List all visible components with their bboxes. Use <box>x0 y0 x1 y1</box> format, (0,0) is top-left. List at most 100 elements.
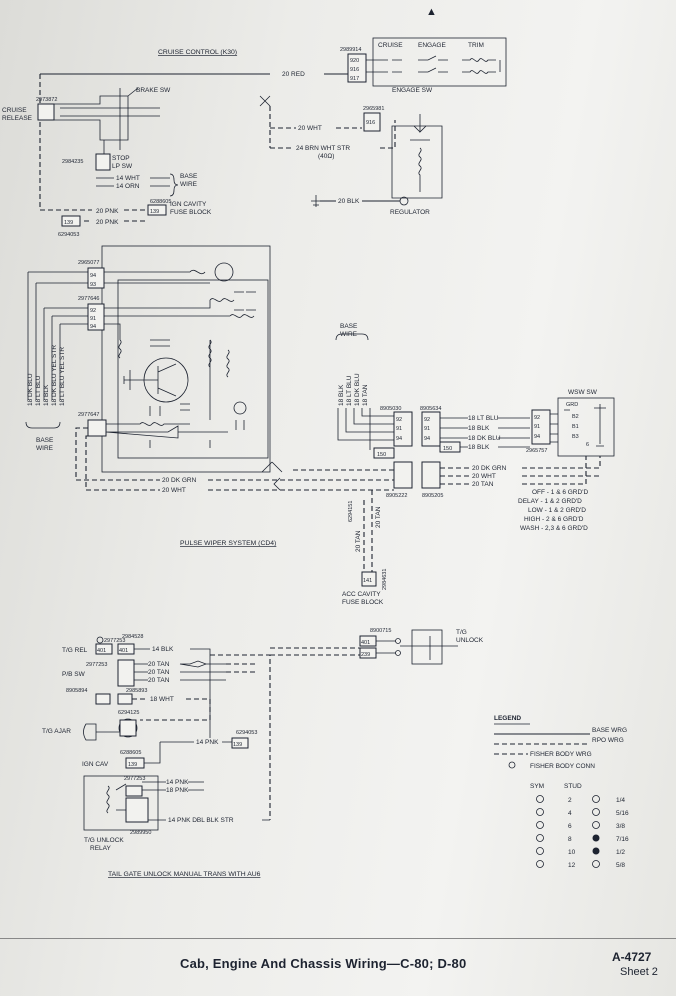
bottom-left-wire-1: 20 DK GRN <box>162 477 197 484</box>
tg-rel-label: T/G REL <box>62 647 88 654</box>
part-2965981: 2965981 <box>363 106 384 112</box>
size-1-2: 1/2 <box>616 849 625 856</box>
cruise-release-label-1: CRUISE <box>2 107 27 114</box>
legend-title: LEGEND <box>494 715 521 722</box>
tg-ajar-connector <box>119 719 137 737</box>
engage-sw-label: ENGAGE SW <box>392 87 433 94</box>
conn-401a: 401 <box>97 648 106 654</box>
cruise-release-label-2: RELEASE <box>2 115 33 122</box>
wiper-circuit <box>118 339 230 420</box>
left-wire-3: 18 BLK <box>43 384 50 406</box>
part-2965757: 2965757 <box>526 448 547 454</box>
base-wire-top-1: BASE <box>340 323 358 330</box>
wire-14-wht-label: 14 WHT <box>116 175 140 182</box>
conn-91: 91 <box>90 316 96 322</box>
stud-symbol-12-icon <box>536 860 544 868</box>
part-2977647: 2977647 <box>78 412 99 418</box>
part-6294151: 6294151 <box>348 501 354 522</box>
engage-switch-box <box>372 37 507 87</box>
mode-off: OFF - 1 & 6 GRD'D <box>532 489 588 496</box>
wire-ohm-label: (40Ω) <box>318 153 334 160</box>
wire-20-blk-label: 20 BLK <box>338 198 360 205</box>
engage-connector <box>347 53 367 83</box>
part-8905634: 8905634 <box>420 406 441 412</box>
size-3-8: 3/8 <box>616 823 625 830</box>
stud-header: STUD <box>564 783 582 790</box>
right-wire-4: 18 BLK <box>468 444 490 451</box>
wire-20-red-label: 20 RED <box>282 71 305 78</box>
sw-label-engage: ENGAGE <box>418 42 446 49</box>
pb-sw-connector <box>117 659 135 687</box>
sheet-number: Sheet 2 <box>620 966 658 978</box>
relay-conn-a <box>125 785 143 797</box>
pnk-connector-right <box>231 737 249 749</box>
base-wire-left-1: BASE <box>36 437 54 444</box>
tailgate-section: 2977253 2984528 T/G REL 401 401 14 BLK 4… <box>42 628 484 878</box>
conn-94b: 94 <box>90 324 96 330</box>
conn-94: 94 <box>90 273 96 279</box>
wiper-motor-housing <box>101 245 271 473</box>
tg-rel-connector <box>95 643 113 655</box>
wire-18-pnk-label: 18 PNK <box>166 787 189 794</box>
wiper-motor-icon <box>214 262 234 282</box>
mode-low: LOW - 1 & 2 GRD'D <box>528 507 586 514</box>
conn-150b: 150 <box>443 446 452 452</box>
conn-401b: 401 <box>119 648 128 654</box>
base-wire-top-2: WIRE <box>340 331 358 338</box>
part-2989950: 2989950 <box>130 830 151 836</box>
conn-150a: 150 <box>377 452 386 458</box>
pb-sw-label: P/B SW <box>62 671 86 678</box>
wiper-connector-mid <box>87 303 105 331</box>
regulator-label: REGULATOR <box>390 209 430 216</box>
connector-8905222 <box>393 461 413 489</box>
stud-symbol-2-icon <box>536 795 544 803</box>
pulse-title: PULSE WIPER SYSTEM (CD4) <box>180 540 276 547</box>
part-2984528a: 2984528 <box>122 634 143 640</box>
stud-12: 12 <box>568 862 576 869</box>
base-wire-left-2: WIRE <box>36 445 54 452</box>
size-5-8: 5/8 <box>616 862 625 869</box>
base-wire-label-2: WIRE <box>180 181 198 188</box>
part-6294053: 6294053 <box>58 232 79 238</box>
meter-icon <box>233 401 247 415</box>
conn-141: 141 <box>363 578 372 584</box>
left-wire-1: 18 DK BLU <box>27 373 34 406</box>
stud-6: 6 <box>568 823 572 830</box>
stop-lp-label-2: LP SW <box>112 163 133 170</box>
left-wire-4: 18 DK BLU YEL STR <box>51 345 58 406</box>
sym-header: SYM <box>530 783 544 790</box>
wire-14-orn-label: 14 ORN <box>116 183 140 190</box>
part-8900715: 8900715 <box>370 628 391 634</box>
wire-14-pnk-a-label: 14 PNK <box>196 739 219 746</box>
engage-switch-contacts <box>372 55 501 74</box>
part-2977646: 2977646 <box>78 296 99 302</box>
wsw-pin-b1: B1 <box>572 424 579 430</box>
part-2984631: 2984631 <box>382 569 388 590</box>
wire-20-tan-3: 20 TAN <box>148 677 170 684</box>
connector-8905030 <box>393 411 413 447</box>
tg-relay-label-2: RELAY <box>90 845 111 852</box>
part-6288605: 6288605 <box>150 199 171 205</box>
wire-14-pnk-b-label: 14 PNK <box>166 779 189 786</box>
wire-20-pnk-label-1: 20 PNK <box>96 208 119 215</box>
acc-cavity-label-1: ACC CAVITY <box>342 591 381 598</box>
part-8905205: 8905205 <box>422 493 443 499</box>
conn-139: 139 <box>150 209 159 215</box>
sw-label-trim: TRIM <box>468 42 484 49</box>
wire-pnk-dbl-label: 14 PNK DBL BLK STR <box>168 817 234 824</box>
right-wire-3: 18 DK BLU <box>468 435 501 442</box>
stud-10: 10 <box>568 849 576 856</box>
wire-brn-label: 24 BRN WHT STR <box>296 145 350 152</box>
mode-delay: DELAY - 1 & 2 GRD'D <box>518 498 582 505</box>
acc-cavity-label-2: FUSE BLOCK <box>342 599 384 606</box>
top-marker-icon: ▲ <box>426 6 437 18</box>
conn-94d: 94 <box>424 436 430 442</box>
part-6294125: 6294125 <box>118 710 139 716</box>
wire-20-wht-label: 20 WHT <box>298 125 322 132</box>
conn-239: 239 <box>361 652 370 658</box>
right-wire-2: 18 BLK <box>468 425 490 432</box>
conn-916b: 916 <box>366 120 375 126</box>
cruise-release-connector <box>37 103 55 121</box>
ground-icon <box>311 195 321 207</box>
